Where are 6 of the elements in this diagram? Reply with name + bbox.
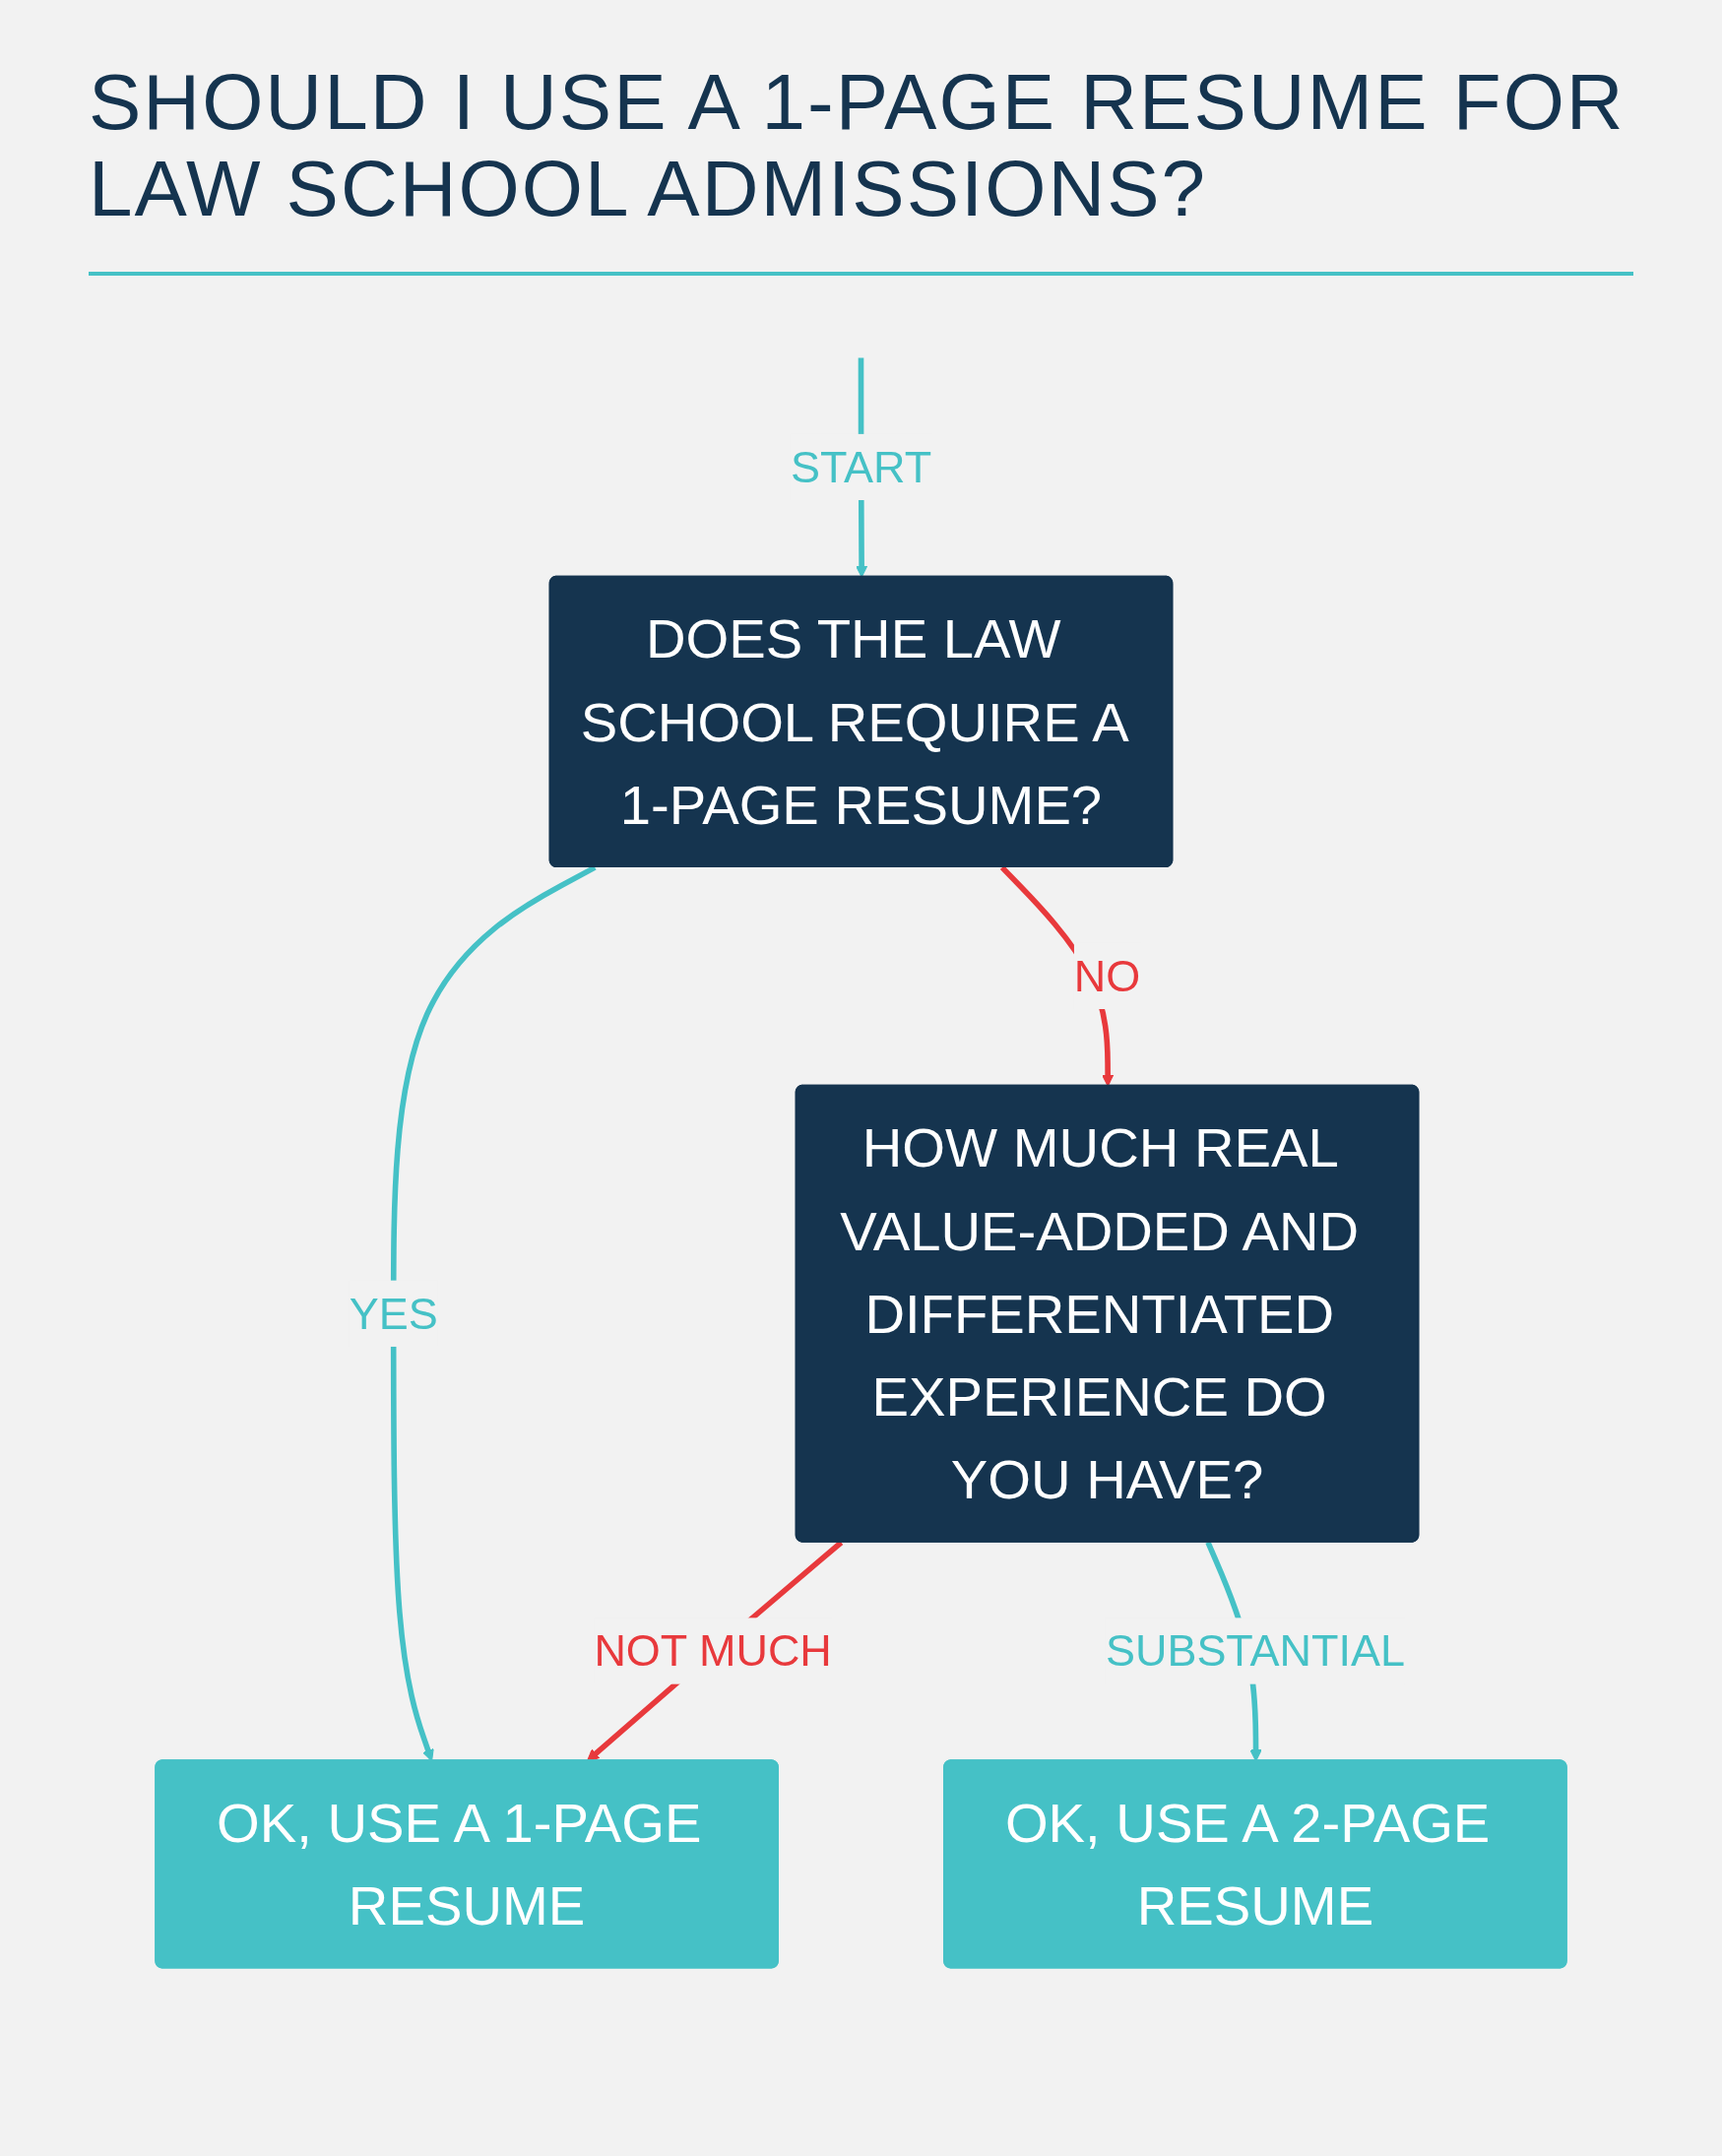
- title: SHOULD I USE A 1-PAGE RESUME FOR LAW SCHOOL ADMISSIONS?: [89, 59, 1633, 276]
- edge-label: SUBSTANTIAL: [1105, 1625, 1405, 1677]
- edge-label: NO: [1073, 951, 1141, 1001]
- edge-label: START: [790, 442, 932, 492]
- edge-label: YES: [349, 1288, 438, 1339]
- edge-label: NOT MUCH: [594, 1625, 832, 1677]
